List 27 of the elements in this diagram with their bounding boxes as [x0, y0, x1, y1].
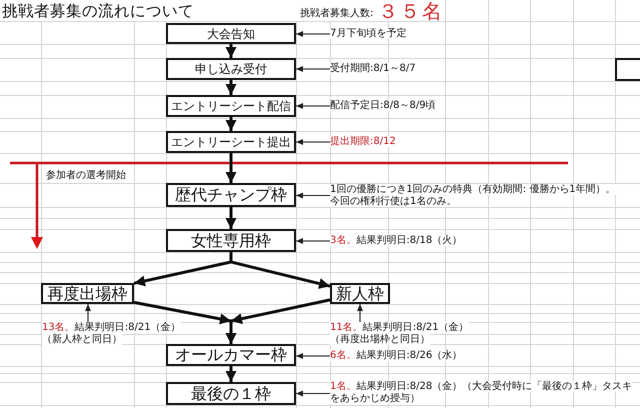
note-text: （再度出場枠と同日）	[330, 334, 430, 345]
process-box: エントリーシート配信	[166, 95, 296, 117]
process-box: 最後の１枠	[166, 382, 296, 405]
process-box: 申し込み受付	[166, 58, 296, 80]
note-text: 結果判明日:8/21（金）	[362, 322, 469, 333]
note-text: 1名。	[330, 381, 356, 392]
note-text: 結果判明日:8/21（金）	[74, 322, 181, 333]
process-box: 歴代チャンプ枠	[166, 183, 296, 207]
note-text: 提出期限:8/12	[330, 136, 396, 147]
process-box: エントリーシート提出	[166, 131, 296, 153]
note-text: 1回の優勝につき1回のみの特典（有効期間: 優勝から1年間）。	[330, 184, 616, 195]
process-box: 新人枠	[330, 283, 390, 304]
note-text: 配信予定日:8/8～8/9頃	[330, 100, 436, 111]
process-box	[615, 58, 640, 81]
process-box: 大会告知	[166, 23, 296, 44]
note-text: 受付期間:8/1～8/7	[330, 63, 416, 74]
headcount-value: ３５名	[378, 0, 444, 23]
note-text: 13名。	[42, 322, 75, 333]
process-box: 女性専用枠	[166, 229, 296, 252]
note-text: 7月下旬頃を予定	[330, 28, 406, 39]
caption-text: 参加者の選考開始	[46, 170, 126, 182]
process-box: オールカマー枠	[166, 344, 296, 366]
caption-text: 挑戦者募集人数:	[300, 8, 374, 20]
page-title: 挑戦者募集の流れについて	[2, 2, 194, 20]
note-text: （新人枠と同日）	[42, 334, 122, 345]
note-text: 11名。	[330, 322, 363, 333]
process-box: 再度出場枠	[41, 283, 134, 304]
